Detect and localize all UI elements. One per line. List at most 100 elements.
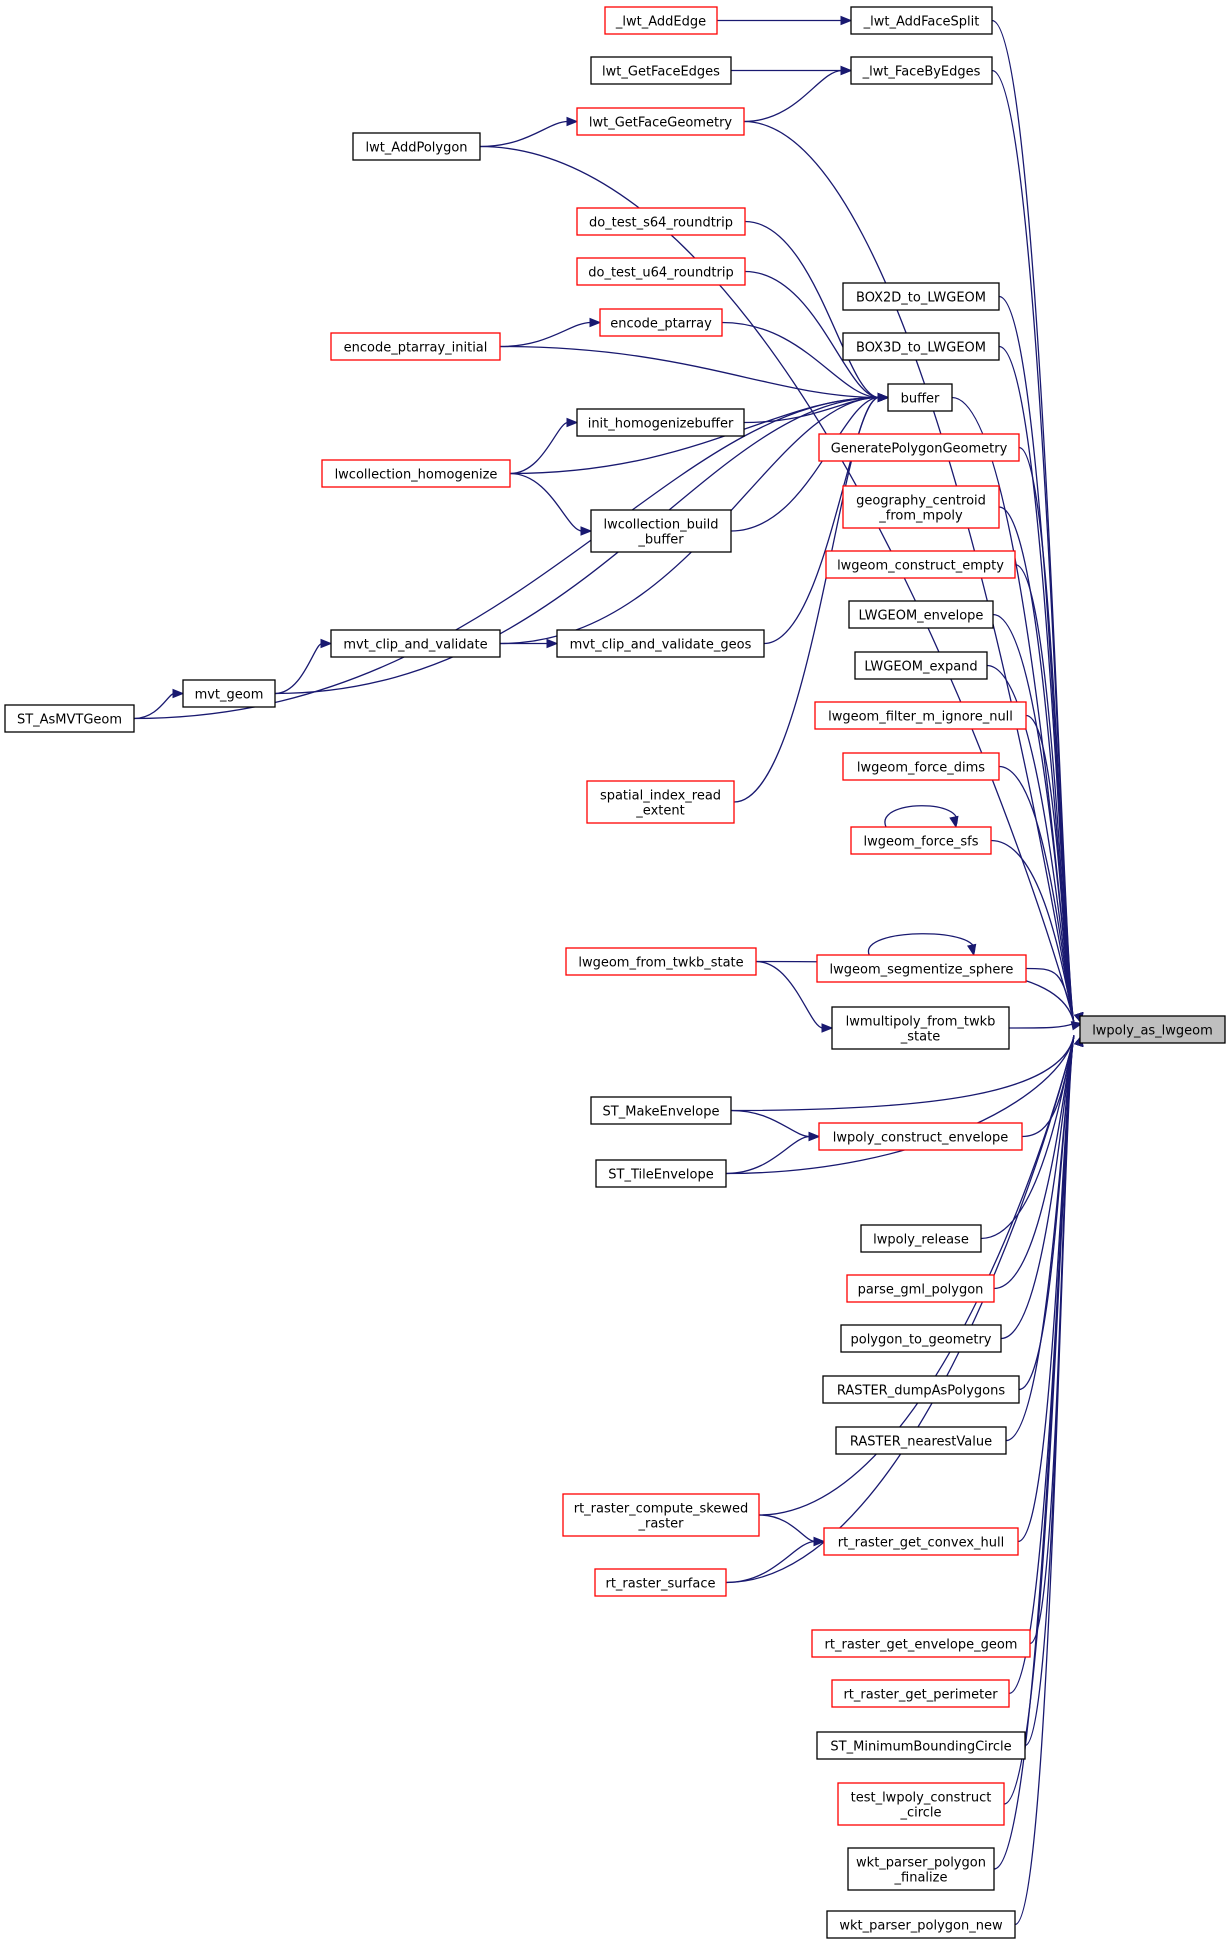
node-label: lwt_GetFaceGeometry (589, 116, 733, 131)
node-lwgeom-force-dims[interactable]: lwgeom_force_dims (842, 752, 1000, 781)
node-buffer[interactable]: buffer (887, 383, 953, 412)
node-rt-raster-get-perimeter[interactable]: rt_raster_get_perimeter (831, 1679, 1010, 1708)
node-encode-ptarray-initial[interactable]: encode_ptarray_initial (330, 332, 501, 361)
node-box (816, 954, 1027, 983)
node-box (594, 1568, 727, 1597)
node-lwt-getfacegeometry[interactable]: lwt_GetFaceGeometry (576, 107, 745, 136)
node-lwgeom-segmentize-sphere[interactable]: lwgeom_segmentize_sphere (816, 954, 1027, 983)
edge-encode-ptarray-initial-to-buffer (499, 345, 880, 399)
node-label: lwpoly_as_lwgeom (1092, 1024, 1213, 1039)
node-generatepolygongeometry[interactable]: GeneratePolygonGeometry (818, 433, 1020, 462)
node-box (814, 701, 1027, 730)
edge-lwcollection-build-buffer-to-buffer (730, 396, 880, 532)
node-box3d-to-lwgeom[interactable]: BOX3D_to_LWGEOM (842, 332, 1000, 361)
edge-lwt-getfacegeometry-to--lwt-facebyedges (743, 69, 843, 123)
node-lwt-getfaceedges[interactable]: lwt_GetFaceEdges (590, 56, 732, 85)
node-box (576, 408, 745, 437)
node-do-test-u64-roundtrip[interactable]: do_test_u64_roundtrip (576, 257, 746, 286)
node-box (586, 780, 735, 824)
node-lwgeom-filter-m-ignore-null[interactable]: lwgeom_filter_m_ignore_null (814, 701, 1027, 730)
node-label: _extent (635, 804, 684, 819)
node-init-homogenizebuffer[interactable]: init_homogenizebuffer (576, 408, 745, 437)
node-lwgeom-construct-empty[interactable]: lwgeom_construct_empty (825, 550, 1016, 579)
node-box (556, 629, 765, 658)
node-box (352, 132, 481, 161)
node-wkt-parser-polygon-new[interactable]: wkt_parser_polygon_new (826, 1910, 1016, 1939)
edge-rt-raster-surface-to-rt-raster-get-convex-hull (725, 1540, 816, 1584)
node-lwgeom-force-sfs[interactable]: lwgeom_force_sfs (850, 826, 992, 855)
node-rt-raster-get-convex-hull[interactable]: rt_raster_get_convex_hull (823, 1527, 1019, 1556)
edge-lwcollection-homogenize-to-lwcollection-build-buffer (509, 472, 583, 532)
node-mvt-clip-and-validate[interactable]: mvt_clip_and_validate (330, 629, 501, 658)
node--lwt-facebyedges[interactable]: _lwt_FaceByEdges (850, 56, 993, 85)
node-polygon-to-geometry[interactable]: polygon_to_geometry (840, 1324, 1002, 1353)
node-geography-centroid-from-mpoly[interactable]: geography_centroid_from_mpoly (842, 485, 1000, 529)
node-lwmultipoly-from-twkb-state[interactable]: lwmultipoly_from_twkb_state (831, 1006, 1010, 1050)
edge-polygon-to-geometry-to-lwpoly-as-lwgeom (1000, 1035, 1075, 1340)
node-label: buffer (901, 392, 940, 407)
node-label: rt_raster_surface (605, 1577, 715, 1592)
edge-mvt-geom-to-mvt-clip-and-validate-arrowhead (320, 638, 333, 649)
node-lwpoly-as-lwgeom[interactable]: lwpoly_as_lwgeom (1079, 1015, 1226, 1044)
node-box (590, 56, 732, 85)
node-rt-raster-surface[interactable]: rt_raster_surface (594, 1568, 727, 1597)
node-lwpoly-release[interactable]: lwpoly_release (860, 1224, 982, 1253)
node-label: ST_AsMVTGeom (17, 713, 122, 728)
node-st-asmvtgeom[interactable]: ST_AsMVTGeom (4, 704, 135, 733)
node-box (816, 1731, 1026, 1760)
node-label: test_lwpoly_construct (851, 1791, 992, 1806)
edge-st-asmvtgeom-to-buffer (133, 396, 880, 720)
node-rt-raster-compute-skewed-raster[interactable]: rt_raster_compute_skewed_raster (562, 1493, 760, 1537)
node-box (850, 826, 992, 855)
edge-do-test-s64-roundtrip-to-buffer (744, 220, 880, 399)
node-box (826, 1910, 1016, 1939)
edge-lwgeom-force-dims-to-lwpoly-as-lwgeom (998, 765, 1075, 1024)
node-box2d-to-lwgeom[interactable]: BOX2D_to_LWGEOM (842, 282, 1000, 311)
node-box (842, 752, 1000, 781)
edge-spatial-index-read-extent-to-buffer (733, 396, 880, 803)
node-do-test-s64-roundtrip[interactable]: do_test_s64_roundtrip (576, 207, 746, 236)
node-label: LWGEOM_envelope (859, 609, 984, 624)
edge-lwt-addpolygon-to-lwt-getfacegeometry-arrowhead (566, 116, 579, 127)
node-label: rt_raster_get_convex_hull (838, 1536, 1005, 1551)
node-parse-gml-polygon[interactable]: parse_gml_polygon (846, 1274, 995, 1303)
node-mvt-clip-and-validate-geos[interactable]: mvt_clip_and_validate_geos (556, 629, 765, 658)
node-mvt-geom[interactable]: mvt_geom (182, 679, 276, 708)
node-box (811, 1629, 1031, 1658)
node-label: _state (900, 1030, 940, 1045)
node-spatial-index-read-extent[interactable]: spatial_index_read_extent (586, 780, 735, 824)
node-label: wkt_parser_polygon_new (839, 1919, 1003, 1934)
edge-wkt-parser-polygon-finalize-to-lwpoly-as-lwgeom (993, 1035, 1075, 1870)
node-wkt-parser-polygon-finalize[interactable]: wkt_parser_polygon_finalize (847, 1847, 995, 1891)
node-lwgeom-expand[interactable]: LWGEOM_expand (854, 651, 988, 680)
node-label: wkt_parser_polygon (856, 1856, 986, 1871)
node-lwt-addpolygon[interactable]: lwt_AddPolygon (352, 132, 481, 161)
node-box (565, 947, 757, 976)
node-lwcollection-build-buffer[interactable]: lwcollection_build_buffer (590, 509, 732, 553)
node-label: _from_mpoly (878, 509, 963, 524)
edge-mvt-clip-and-validate-to-mvt-clip-and-validate-geos-arrowhead (546, 638, 559, 649)
node-box (823, 1527, 1019, 1556)
node-lwgeom-from-twkb-state[interactable]: lwgeom_from_twkb_state (565, 947, 757, 976)
node--lwt-addfacesplit[interactable]: _lwt_AddFaceSplit (850, 6, 993, 35)
node-st-makeenvelope[interactable]: ST_MakeEnvelope (590, 1096, 732, 1125)
node-raster-dumpaspolygons[interactable]: RASTER_dumpAsPolygons (822, 1375, 1020, 1404)
node-box (590, 1096, 732, 1125)
node-box (576, 257, 746, 286)
node-test-lwpoly-construct-circle[interactable]: test_lwpoly_construct_circle (837, 1782, 1005, 1826)
node-label: _lwt_FaceByEdges (862, 65, 981, 80)
node--lwt-addedge[interactable]: _lwt_AddEdge (604, 6, 718, 35)
node-lwcollection-homogenize[interactable]: lwcollection_homogenize (321, 459, 511, 488)
node-box (840, 1324, 1002, 1353)
edge-st-tileenvelope-to-lwpoly-construct-envelope (725, 1135, 811, 1175)
node-st-minimumboundingcircle[interactable]: ST_MinimumBoundingCircle (816, 1731, 1026, 1760)
node-encode-ptarray[interactable]: encode_ptarray (599, 308, 723, 337)
edge-lwgeom-force-sfs-to-lwpoly-as-lwgeom (990, 839, 1075, 1024)
node-lwpoly-construct-envelope[interactable]: lwpoly_construct_envelope (818, 1122, 1023, 1151)
node-raster-nearestvalue[interactable]: RASTER_nearestValue (835, 1426, 1007, 1455)
node-st-tileenvelope[interactable]: ST_TileEnvelope (595, 1159, 727, 1188)
edge-lwgeom-force-sfs-to-lwgeom-force-sfs-arrowhead (949, 815, 959, 829)
node-label: RASTER_dumpAsPolygons (837, 1384, 1005, 1399)
node-lwgeom-envelope[interactable]: LWGEOM_envelope (848, 600, 994, 629)
node-rt-raster-get-envelope-geom[interactable]: rt_raster_get_envelope_geom (811, 1629, 1031, 1658)
